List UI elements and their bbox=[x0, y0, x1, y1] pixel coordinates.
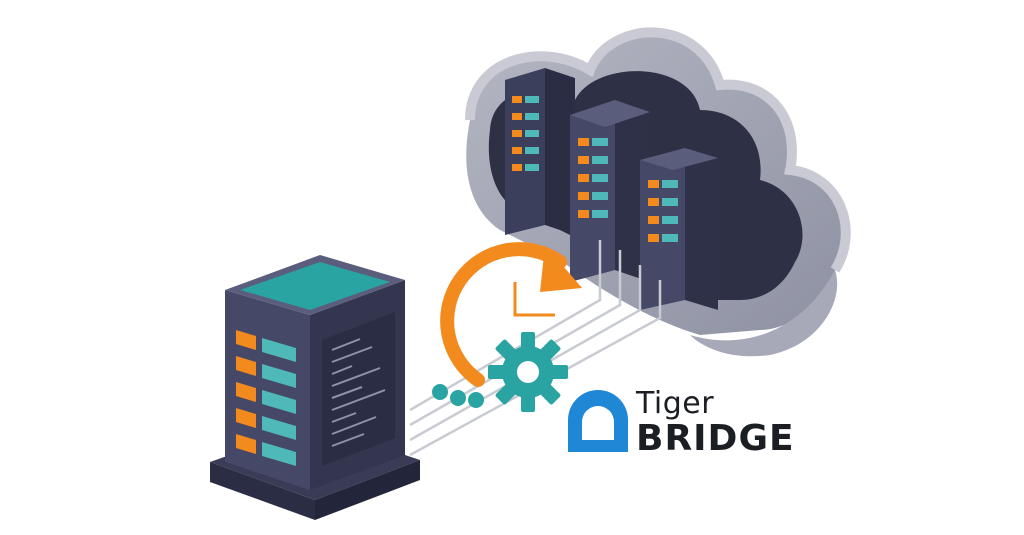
cloud-server-right bbox=[640, 148, 718, 310]
gear-icon bbox=[488, 332, 568, 412]
logo-text-tiger: Tiger bbox=[636, 386, 715, 421]
dots-icon bbox=[432, 384, 484, 408]
cloud-server-middle bbox=[570, 100, 650, 282]
sync-arrow-icon bbox=[440, 242, 582, 387]
logo-text-bridge: BRIDGE bbox=[636, 418, 795, 459]
cloud-front-rim bbox=[690, 270, 838, 357]
server-icon bbox=[210, 255, 420, 520]
logo-mark-icon bbox=[568, 390, 628, 452]
cloud-server-left bbox=[505, 68, 575, 235]
